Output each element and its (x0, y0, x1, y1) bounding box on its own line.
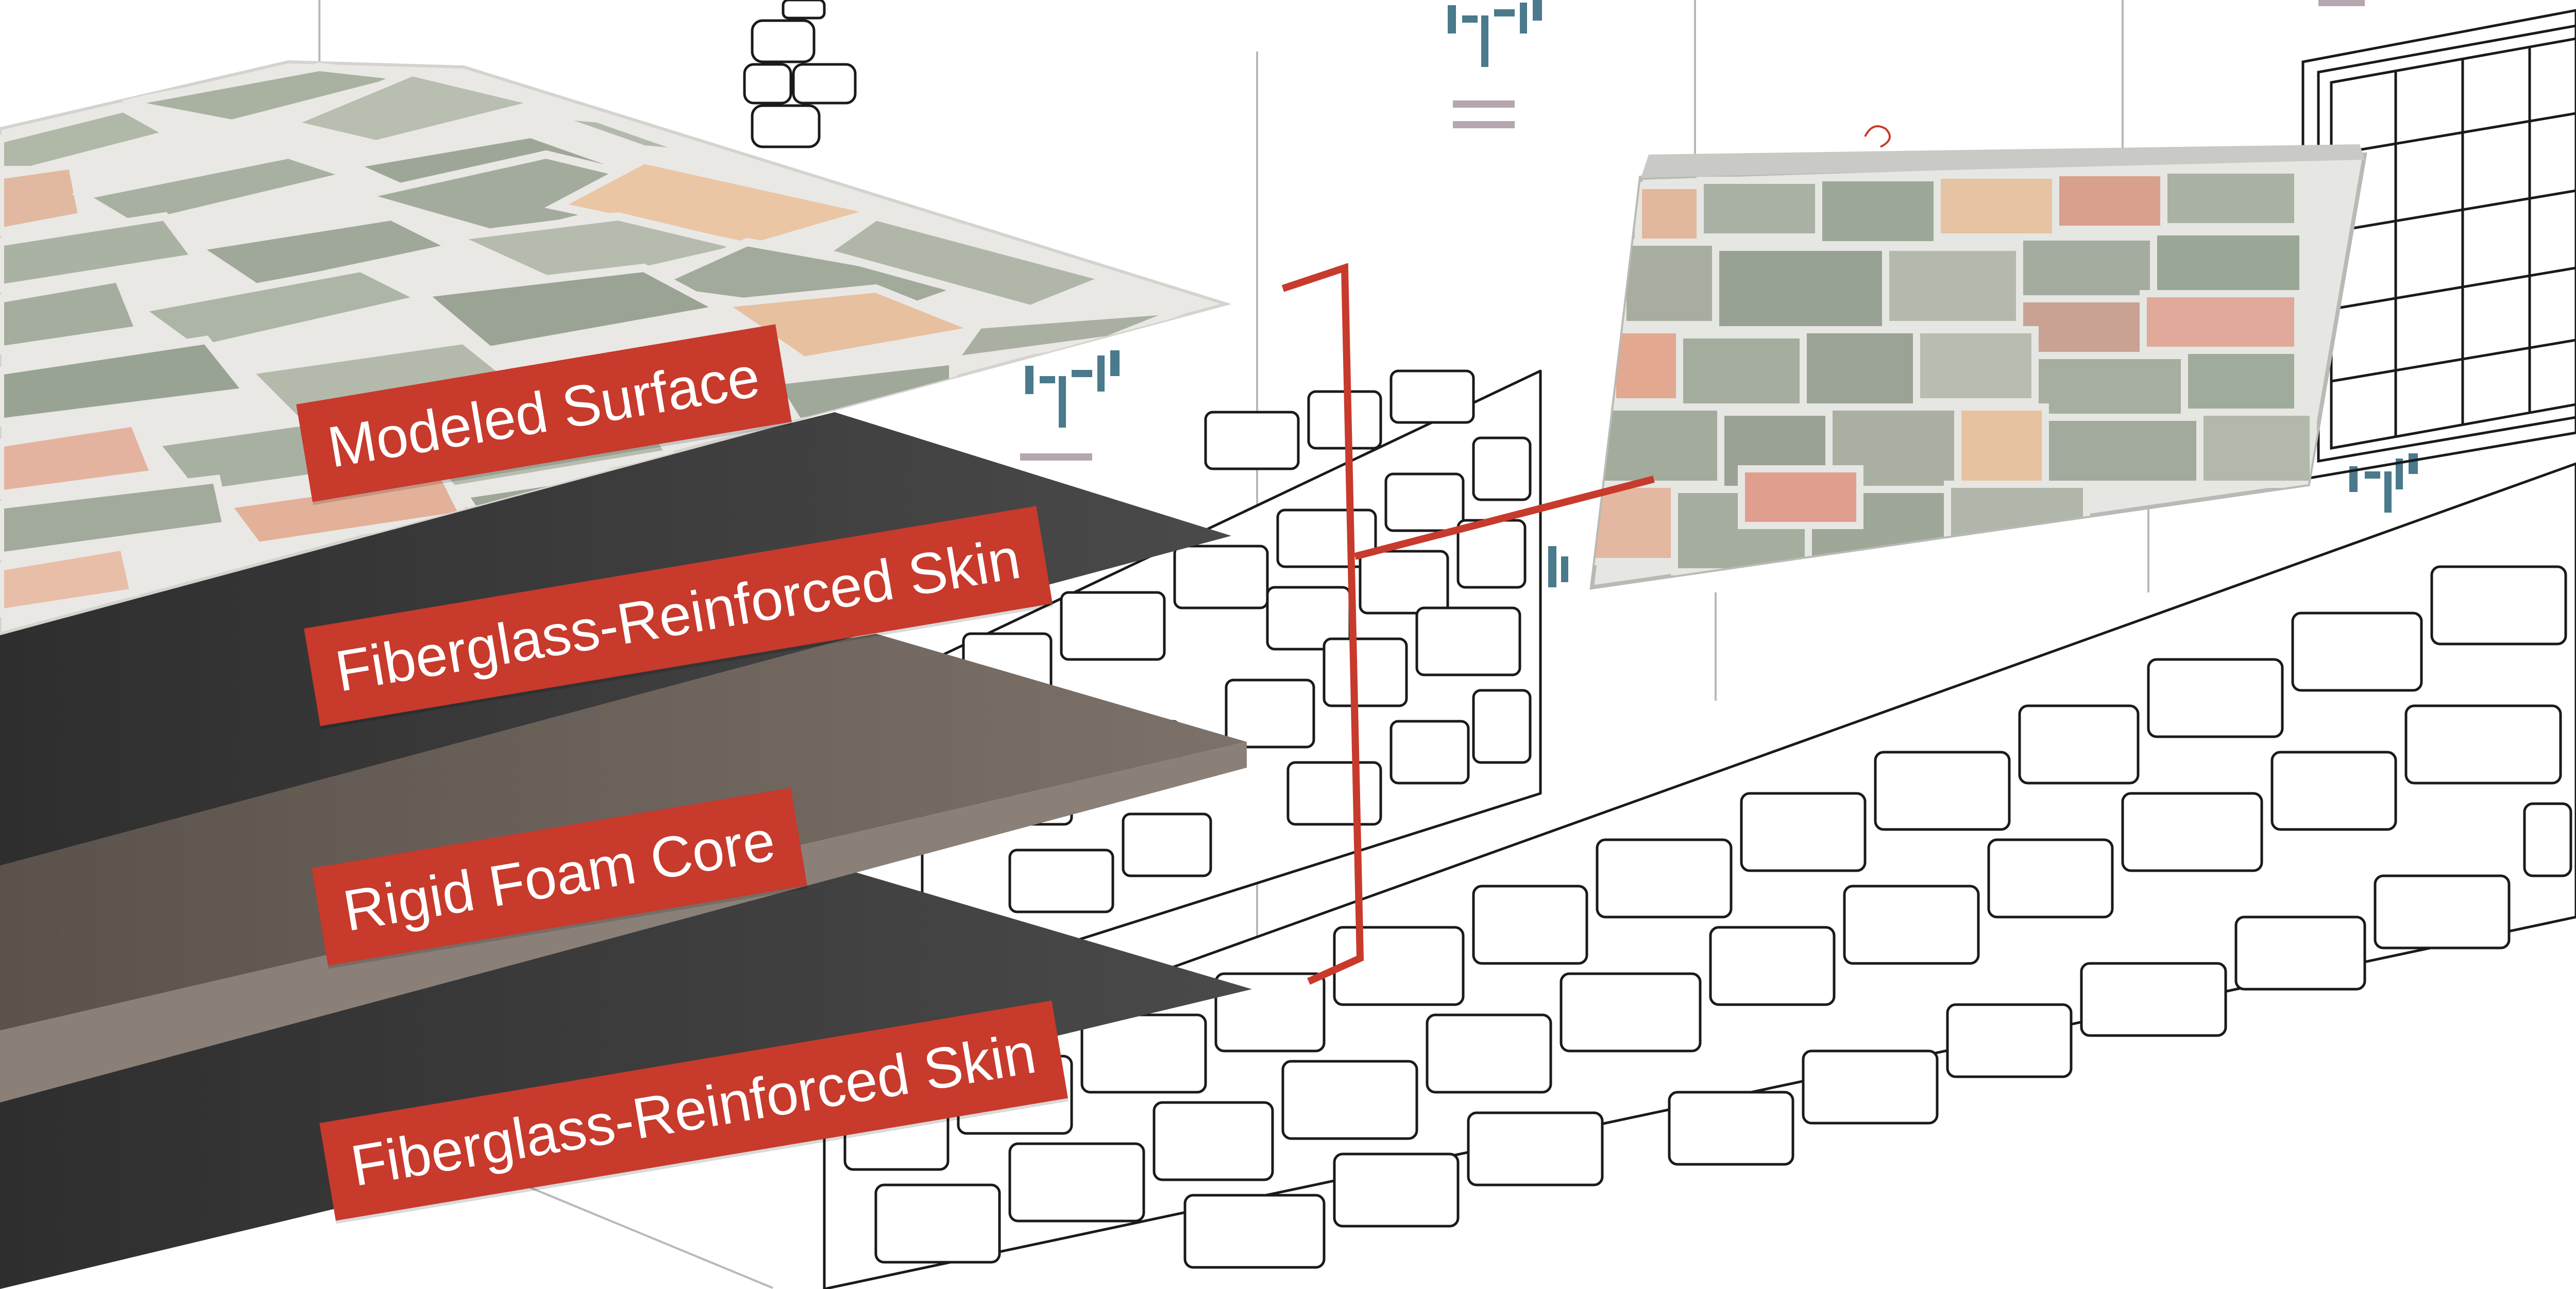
layer-stack (0, 60, 1252, 1289)
stone-wall-main (823, 462, 2576, 1289)
blueprint-symbol-icon (1025, 0, 2418, 587)
stone-column-top (743, 0, 857, 148)
blueprint-dash-marks (1020, 0, 2365, 461)
stone-panel-photo (1589, 125, 2367, 590)
stone-wall-back (921, 369, 1542, 991)
callout-leader (1281, 263, 1655, 985)
